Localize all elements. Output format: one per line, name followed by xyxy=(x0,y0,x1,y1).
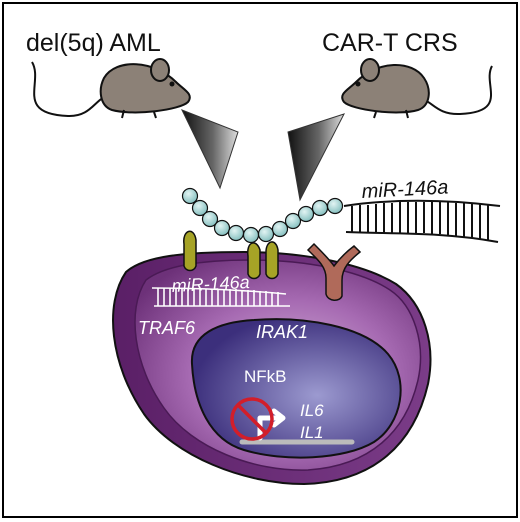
il6-label: IL6 xyxy=(300,401,324,420)
bead xyxy=(257,225,275,243)
receptor-left xyxy=(183,230,197,272)
left-model-label: del(5q) AML xyxy=(26,29,161,57)
mirna-ladder-top xyxy=(343,199,501,243)
bead xyxy=(191,199,209,217)
traf6-label: TRAF6 xyxy=(138,318,196,338)
bead xyxy=(227,224,245,242)
mirna-top-label: miR-146a xyxy=(361,176,449,203)
diagram-svg: del(5q) AML CAR-T CRS xyxy=(26,29,501,486)
il1-label: IL1 xyxy=(300,423,324,442)
cytokine-bead-chain xyxy=(181,187,344,244)
right-model-label: CAR-T CRS xyxy=(322,29,458,57)
bead xyxy=(271,220,289,238)
y-receptor xyxy=(306,242,362,301)
irak1-label: IRAK1 xyxy=(256,322,308,342)
bead xyxy=(213,219,231,237)
left-cone xyxy=(180,109,239,190)
bead xyxy=(297,205,315,223)
right-cone xyxy=(287,113,345,202)
bead xyxy=(326,197,344,215)
bead xyxy=(311,199,329,217)
receptor-center xyxy=(247,241,279,280)
bead xyxy=(242,226,260,244)
right-mouse-icon xyxy=(341,58,493,119)
left-mouse-icon xyxy=(31,58,191,119)
nucleus xyxy=(190,318,402,459)
mirna-cell-label: miR-146a xyxy=(171,272,250,296)
nfkb-label: NFkB xyxy=(244,367,287,386)
inhibition-icon xyxy=(230,397,274,441)
bead xyxy=(201,210,219,228)
bead xyxy=(284,212,302,230)
bead xyxy=(181,187,199,205)
mirna-ladder-cell xyxy=(151,287,290,307)
